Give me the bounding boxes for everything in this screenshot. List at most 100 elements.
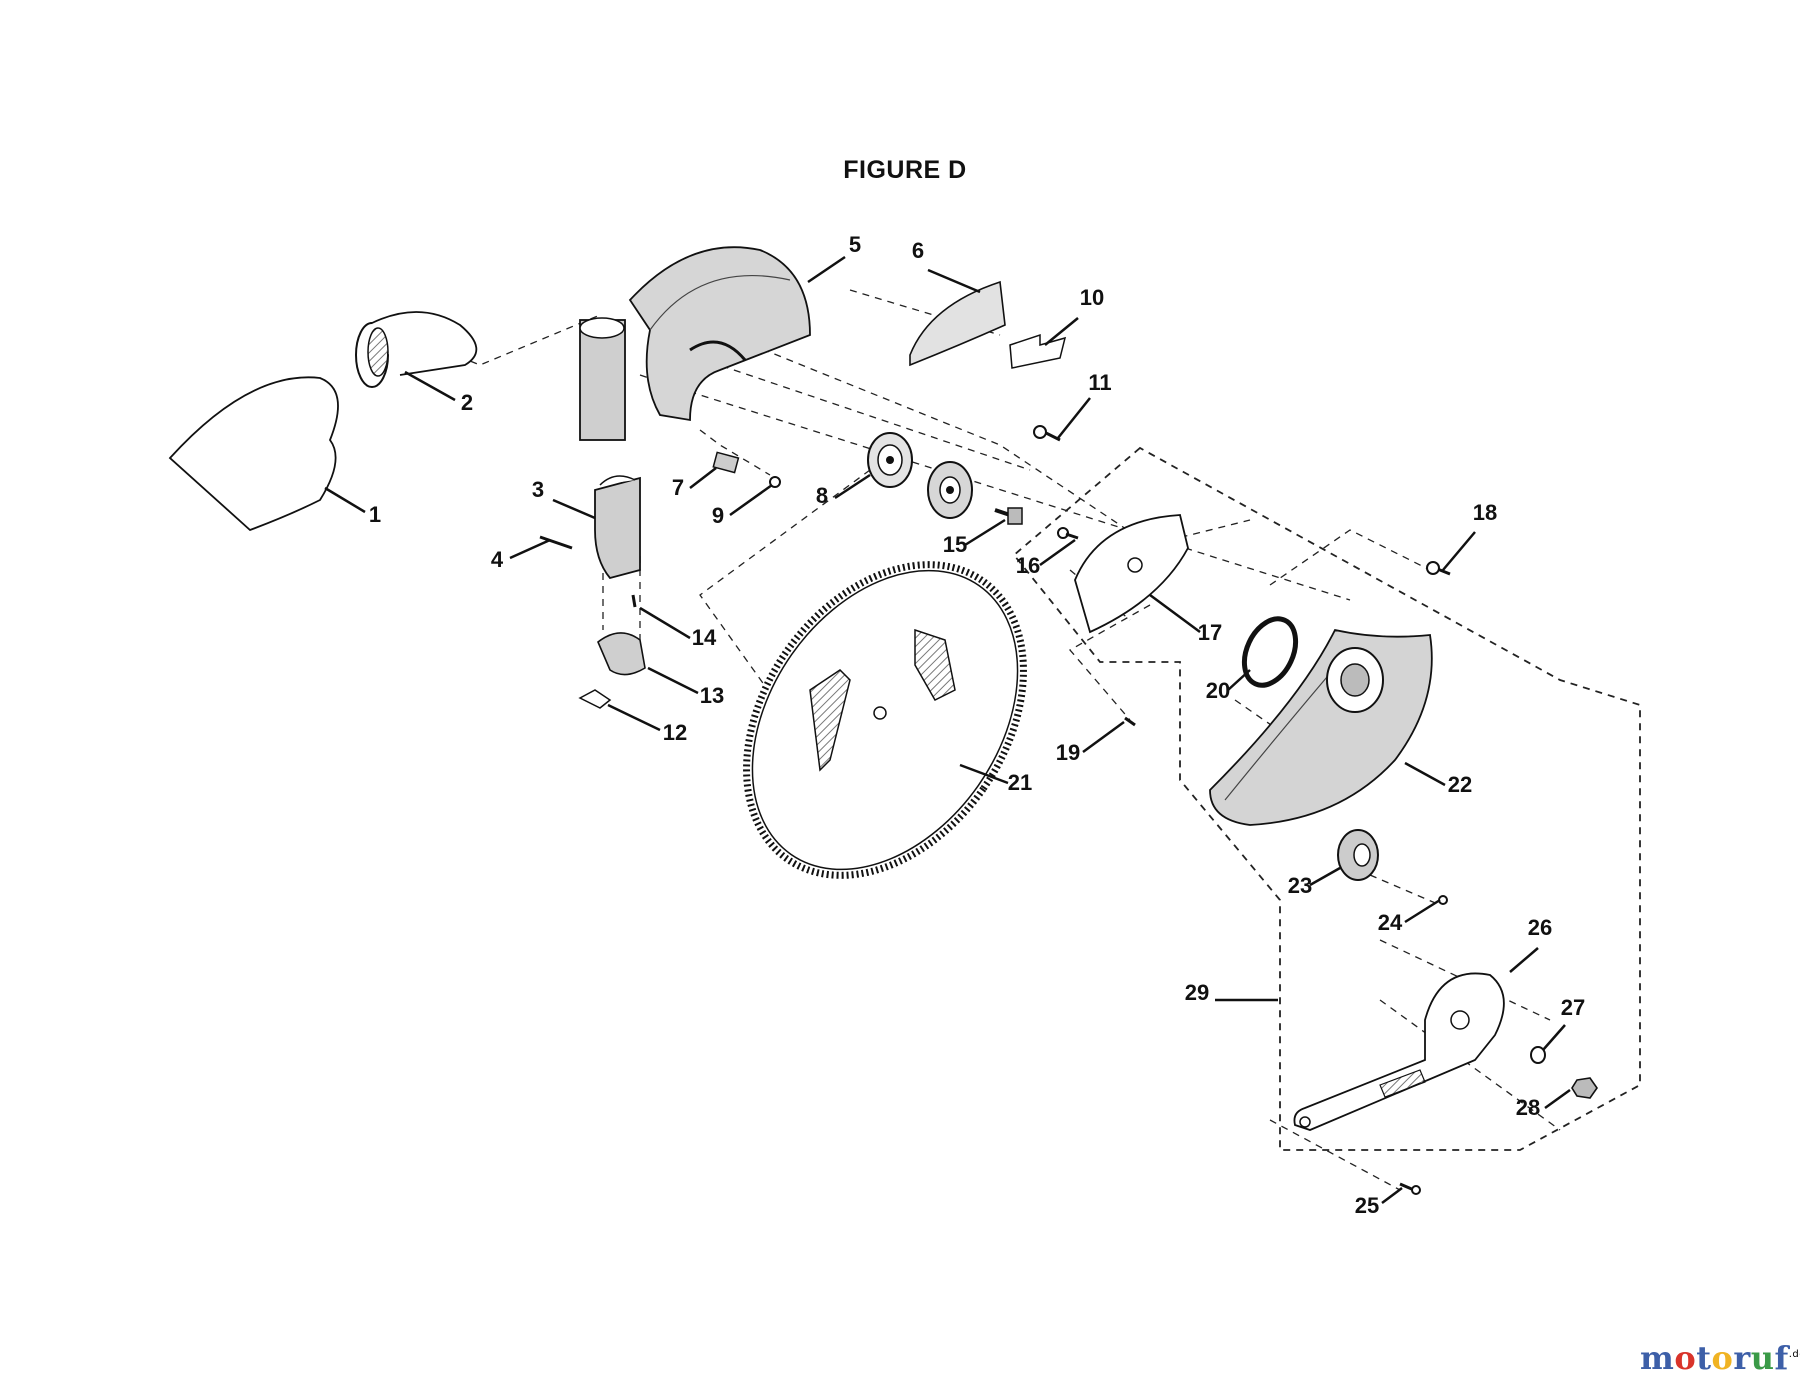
roller-23 [1337, 829, 1379, 881]
leader-27 [1542, 1024, 1566, 1051]
logo-letter: t [1696, 1339, 1712, 1377]
pin-4 [539, 535, 573, 550]
collar-8 [867, 432, 913, 488]
callout-8: 8 [816, 483, 828, 508]
leader-25 [1381, 1187, 1403, 1204]
leader-19 [1082, 720, 1125, 754]
callout-2: 2 [461, 390, 473, 415]
callout-14: 14 [692, 625, 717, 650]
screw-16 [1057, 527, 1079, 540]
leader-22 [1404, 761, 1446, 787]
leader-20 [1227, 669, 1251, 691]
saw-blade [743, 561, 1027, 879]
leader-16 [1039, 538, 1076, 567]
leader-9 [729, 483, 773, 517]
callout-11: 11 [1088, 370, 1111, 395]
logo-letter: o [1711, 1339, 1734, 1377]
figure-title: FIGURE D [843, 156, 967, 184]
chute-flap [597, 632, 646, 676]
watermark-logo: motoruf.de [1640, 1339, 1800, 1377]
screw-11 [1033, 425, 1061, 442]
leader-3 [552, 498, 596, 520]
assembly-29-boundary [1012, 446, 1641, 1151]
callout-4: 4 [491, 547, 504, 572]
callout-17: 17 [1198, 620, 1222, 645]
dust-chute [594, 475, 641, 580]
leader-8 [834, 473, 871, 500]
pin-19 [1124, 716, 1136, 727]
leader-13 [647, 666, 699, 695]
logo-letter: r [1733, 1339, 1751, 1377]
leader-11 [1057, 397, 1091, 439]
leader-24 [1404, 898, 1441, 924]
leader-17 [1149, 593, 1201, 634]
callout-26: 26 [1528, 915, 1552, 940]
callout-3: 3 [532, 477, 544, 502]
blade-insert [909, 280, 1006, 367]
callout-12: 12 [663, 720, 687, 745]
screw-25 [1399, 1182, 1421, 1195]
leader-6 [927, 268, 981, 294]
dust-bag [168, 376, 339, 532]
clip-12 [578, 689, 612, 709]
upper-guard [579, 246, 811, 441]
washer-24 [1438, 895, 1448, 905]
callout-1: 1 [369, 502, 381, 527]
callout-22: 22 [1448, 772, 1472, 797]
leader-5 [807, 255, 846, 284]
callout-16: 16 [1016, 553, 1040, 578]
logo-suffix: .de [1788, 1349, 1800, 1360]
leader-15 [964, 518, 1006, 547]
callout-27: 27 [1561, 995, 1585, 1020]
leader-1 [324, 486, 366, 514]
nut-28 [1571, 1077, 1598, 1099]
logo-letter: m [1640, 1339, 1675, 1377]
logo-letter: u [1750, 1339, 1775, 1377]
callout-10: 10 [1080, 285, 1104, 310]
callout-7: 7 [672, 475, 684, 500]
callout-23: 23 [1288, 873, 1312, 898]
leader-lines [324, 255, 1571, 1204]
link-arm [1293, 972, 1505, 1131]
leader-21 [959, 763, 1009, 785]
screw-9 [769, 476, 781, 488]
logo-letter: f [1774, 1339, 1789, 1377]
callout-24: 24 [1378, 910, 1403, 935]
leader-2 [404, 370, 456, 402]
dust-elbow [355, 311, 478, 388]
spring-20 [1241, 616, 1299, 688]
leader-4 [509, 538, 551, 560]
callout-25: 25 [1355, 1193, 1379, 1218]
callout-13: 13 [700, 683, 724, 708]
bolt-15 [994, 507, 1023, 525]
leader-12 [607, 703, 661, 732]
leader-7 [689, 467, 717, 489]
washer-27 [1530, 1046, 1546, 1064]
guard-plate [1074, 514, 1189, 634]
leader-28 [1544, 1088, 1571, 1110]
callout-29: 29 [1185, 980, 1209, 1005]
lower-guard [1209, 628, 1433, 826]
callout-9: 9 [712, 503, 724, 528]
screw-18 [1426, 561, 1451, 576]
callout-19: 19 [1056, 740, 1080, 765]
screw-14 [631, 594, 637, 608]
block-7 [712, 451, 740, 474]
leader-14 [639, 606, 691, 640]
callout-21: 21 [1008, 770, 1032, 795]
callout-18: 18 [1473, 500, 1497, 525]
callout-15: 15 [943, 532, 967, 557]
logo-letter: o [1674, 1339, 1697, 1377]
callout-20: 20 [1206, 678, 1230, 703]
callout-28: 28 [1516, 1095, 1540, 1120]
callout-5: 5 [849, 232, 861, 257]
label-plate [1009, 333, 1067, 369]
leader-18 [1442, 531, 1476, 571]
collar-outer [927, 461, 973, 519]
callout-6: 6 [912, 238, 924, 263]
leader-26 [1509, 947, 1539, 973]
leader-10 [1044, 317, 1079, 346]
leader-23 [1309, 866, 1341, 887]
